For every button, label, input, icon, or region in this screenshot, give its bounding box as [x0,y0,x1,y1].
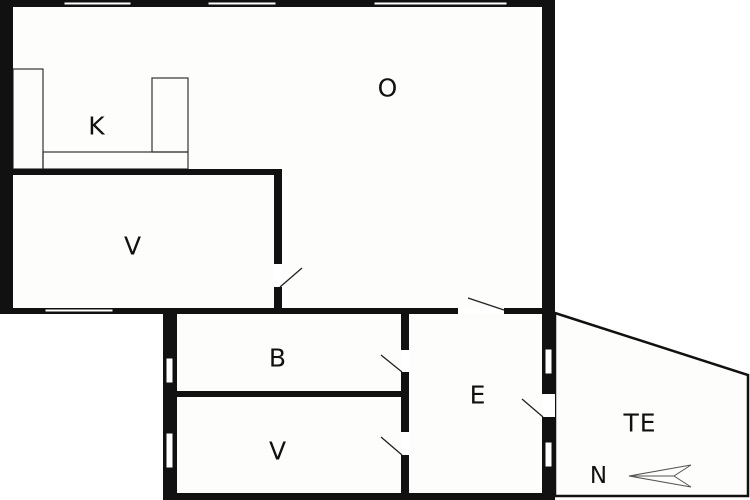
door-gap [542,394,555,417]
door-gap [274,264,282,287]
room-label-kitchen: K [88,111,106,141]
wall-right [542,0,555,500]
floor-lower [165,308,555,500]
window [63,1,132,6]
room-label-living: O [377,73,399,103]
window [165,432,174,469]
room-label-terrace: TE [623,408,657,438]
door-swing [380,354,403,373]
window [544,441,553,468]
door-swing [521,398,544,418]
walls [0,0,555,500]
wall-lower-left [163,308,177,500]
door-swing [279,267,303,288]
wall-bedroom-top [13,169,282,175]
wall-upper-bottom-right [504,308,544,314]
window [207,1,277,6]
door-swing [380,436,403,456]
doors [274,264,555,456]
door-gap [458,308,504,314]
north-arrow-icon [628,464,692,488]
wall-lower-bottom [163,493,555,500]
wall-bedroom-right [274,169,282,310]
room-label-bedroom-lower: V [268,436,288,466]
window [544,348,553,375]
door-gap [401,432,409,455]
compass-label: N [589,463,609,489]
wall-left [0,0,13,314]
wall-bath-bedroom [177,391,405,397]
window [44,308,114,313]
room-label-entrance: E [469,380,487,410]
wall-top [0,0,555,7]
window [165,357,174,384]
terrace-outline [553,311,750,498]
wall-upper-bottom [0,308,458,314]
room-label-bathroom: B [268,343,288,373]
windows [44,1,553,469]
wall-bath-entrance [401,310,409,495]
door-swing [467,297,505,311]
window [373,1,508,6]
room-label-bedroom-upper: V [123,231,143,261]
door-gap [401,350,409,372]
